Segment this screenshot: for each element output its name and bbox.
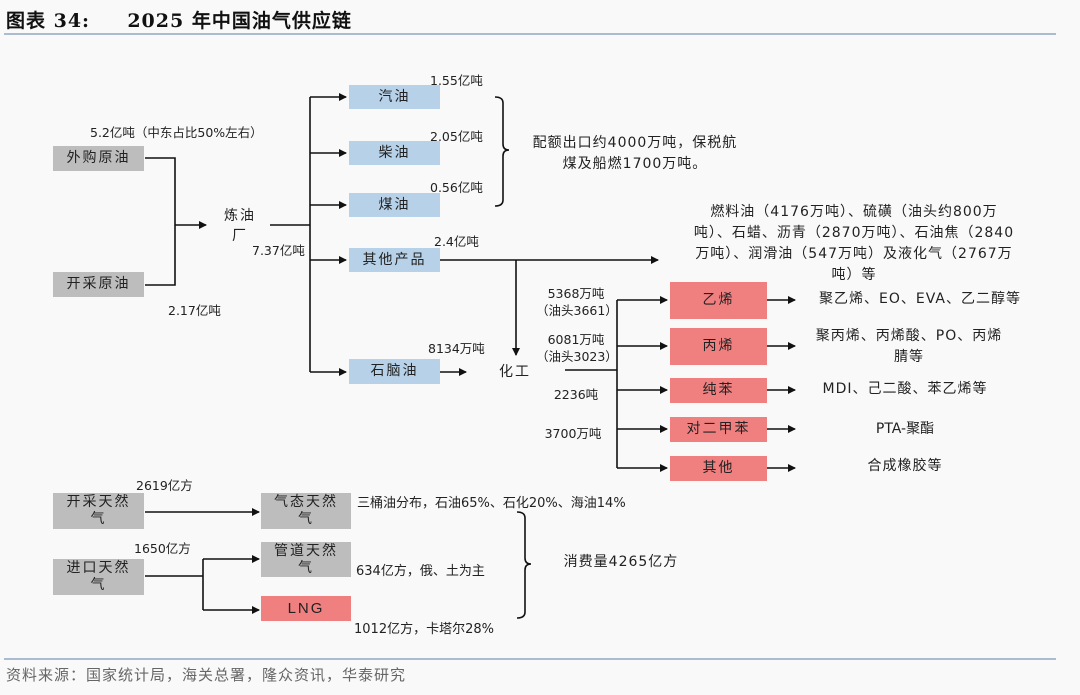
lng-box: LNG [261, 596, 351, 621]
benzene-label: 纯苯 [702, 382, 735, 398]
benzene-volume: 2236吨 [553, 387, 599, 402]
ethylene-volume-line: （油头3661） [536, 303, 618, 318]
propylene-volume: 6081万吨 （油头3023） [536, 331, 618, 365]
gaseous-gas-label-line: 气态天然 [274, 494, 338, 510]
domestic-gas-box: 开采天然 气 [53, 493, 144, 529]
domestic-gas-volume: 2619亿方 [136, 478, 193, 493]
source-note: 资料来源：国家统计局，海关总署，隆众资讯，华泰研究 [6, 666, 407, 684]
fuel-note-line: 配额出口约4000万吨，保税航 [532, 135, 738, 151]
wire-domestic-crude [145, 225, 176, 286]
purchased-crude-volume: 5.2亿吨（中东占比50%左右） [90, 125, 263, 140]
bottom-rule [4, 658, 1056, 660]
ethylene-volume-line: 5368万吨 [547, 286, 605, 301]
px-downstream: PTA-聚酯 [875, 421, 935, 437]
figure-label: 图表 34: [6, 10, 91, 32]
fuel-export-note: 配额出口约4000万吨，保税航 煤及船燃1700万吨。 [520, 133, 750, 175]
domestic-crude-box: 开采原油 [53, 272, 144, 297]
refinery-volume: 7.37亿吨 [252, 243, 305, 258]
domestic-crude-label: 开采原油 [66, 276, 131, 292]
other-products-box: 其他产品 [349, 248, 440, 272]
px-box: 对二甲苯 [670, 417, 767, 442]
other-chem-downstream: 合成橡胶等 [867, 458, 943, 474]
figure-title-text: 2025 年中国油气供应链 [127, 10, 352, 32]
pipeline-gas-label-line: 管道天然 [274, 542, 338, 559]
gaseous-gas-note: 三桶油分布，石油65%、石化20%、海油14% [357, 496, 626, 511]
propylene-label: 丙烯 [702, 338, 735, 354]
kerosene-volume: 0.56亿吨 [430, 180, 483, 195]
benzene-downstream: MDI、己二酸、苯乙烯等 [822, 381, 988, 397]
other-note-line: 吨）、石蜡、沥青（2870万吨）、石油焦（2840 [693, 225, 1015, 241]
diesel-volume: 2.05亿吨 [430, 129, 483, 144]
lng-note: 1012亿方，卡塔尔28% [354, 622, 494, 637]
gasoline-volume: 1.55亿吨 [430, 73, 483, 88]
ethylene-label: 乙烯 [702, 292, 735, 308]
naphtha-volume: 8134万吨 [428, 341, 485, 356]
gaseous-gas-label-line: 气 [298, 511, 314, 527]
ethylene-box: 乙烯 [670, 282, 767, 319]
propylene-downstream-line: 聚丙烯、丙烯酸、PO、丙烯 [815, 328, 1003, 344]
kerosene-label: 煤油 [378, 196, 411, 213]
fuel-note-line: 煤及船燃1700万吨。 [562, 156, 708, 172]
other-products-note: 燃料油（4176万吨）、硫磺（油头约800万 吨）、石蜡、沥青（2870万吨）、… [668, 202, 1040, 286]
diesel-label: 柴油 [378, 144, 411, 161]
import-gas-volume: 1650亿方 [134, 541, 191, 556]
other-products-label: 其他产品 [362, 251, 427, 268]
propylene-downstream-line: 腈等 [894, 349, 924, 365]
gas-bracket [516, 511, 532, 619]
chemical-node-label: 化工 [499, 364, 531, 380]
gaseous-gas-box: 气态天然 气 [261, 493, 351, 529]
import-gas-label-line: 气 [90, 577, 107, 593]
pipeline-gas-note: 634亿方，俄、土为主 [356, 564, 485, 579]
gas-consumption: 消费量4265亿方 [563, 554, 679, 570]
other-products-volume: 2.4亿吨 [434, 234, 479, 249]
propylene-volume-line: 6081万吨 [547, 332, 605, 347]
other-chem-label: 其他 [702, 460, 735, 476]
refinery-label-line1: 炼油 [224, 208, 256, 224]
import-gas-box: 进口天然 气 [53, 559, 144, 595]
pipeline-gas-box: 管道天然 气 [261, 542, 351, 577]
gasoline-label: 汽油 [378, 88, 411, 105]
refinery-label-line2: 厂 [232, 228, 248, 244]
propylene-box: 丙烯 [670, 328, 767, 365]
px-label: 对二甲苯 [686, 421, 751, 437]
other-chem-box: 其他 [670, 456, 767, 481]
benzene-box: 纯苯 [670, 378, 767, 403]
wire-purchased-crude [145, 157, 176, 225]
lng-label: LNG [287, 600, 325, 617]
propylene-volume-line: （油头3023） [536, 349, 618, 364]
naphtha-box: 石脑油 [349, 359, 440, 384]
naphtha-label: 石脑油 [370, 363, 419, 379]
other-note-line: 燃料油（4176万吨）、硫磺（油头约800万 [710, 204, 998, 220]
diesel-box: 柴油 [349, 141, 440, 165]
propylene-downstream: 聚丙烯、丙烯酸、PO、丙烯 腈等 [800, 326, 1018, 368]
other-note-line: 万吨）、润滑油（547万吨）及液化气（2767万 [695, 246, 1013, 262]
domestic-crude-volume: 2.17亿吨 [168, 303, 221, 318]
refinery-node: 炼油 厂 [216, 206, 264, 246]
ethylene-volume: 5368万吨 （油头3661） [536, 285, 618, 319]
gasoline-box: 汽油 [349, 85, 440, 109]
fuel-bracket [494, 96, 510, 207]
other-note-line: 吨）等 [831, 267, 877, 283]
kerosene-box: 煤油 [349, 193, 440, 217]
pipeline-gas-label-line: 气 [298, 559, 314, 576]
domestic-gas-label-line: 开采天然 [66, 494, 131, 510]
domestic-gas-label-line: 气 [90, 511, 107, 527]
purchased-crude-box: 外购原油 [53, 146, 144, 171]
import-gas-label-line: 进口天然 [66, 560, 131, 576]
purchased-crude-label: 外购原油 [66, 150, 131, 166]
px-volume: 3700万吨 [544, 426, 602, 441]
ethylene-downstream: 聚乙烯、EO、EVA、乙二醇等 [819, 291, 1021, 307]
top-rule [4, 33, 1056, 35]
figure-title: 图表 34: 2025 年中国油气供应链 [6, 6, 352, 33]
